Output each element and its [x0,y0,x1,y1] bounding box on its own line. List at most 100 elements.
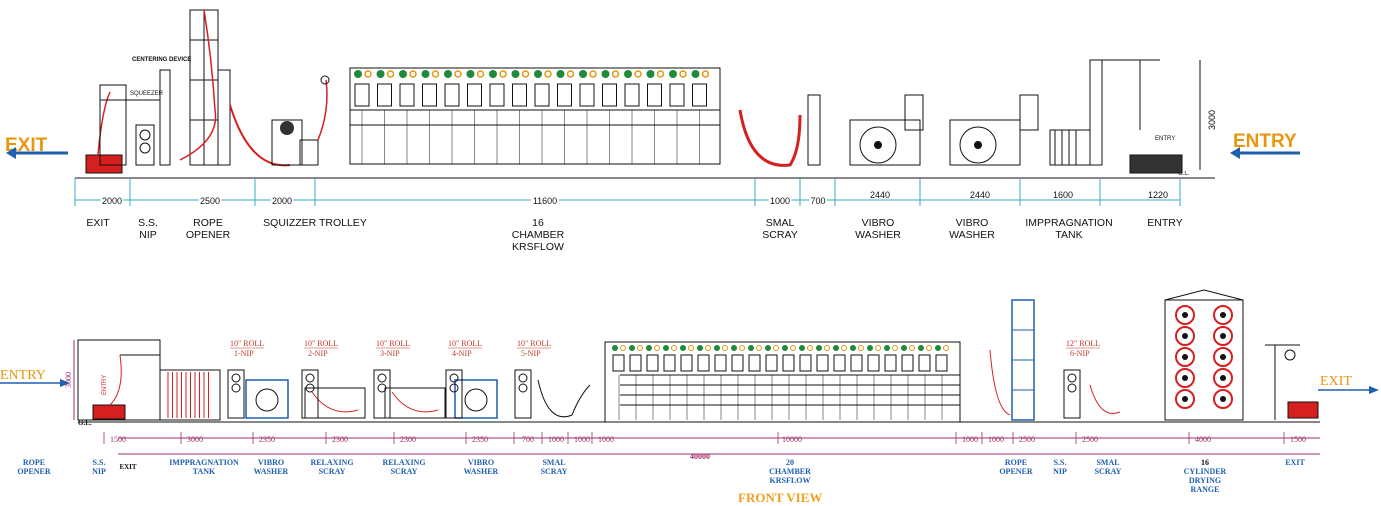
top-vibro-washer-2 [949,94,1039,166]
top-chamber-roller-icon [431,70,440,78]
front-chamber-roller-icon [756,345,762,351]
front-dim-value: 1000 [574,435,590,444]
top-chamber-roller-icon [399,70,407,78]
front-chamber-roller-icon [739,345,745,351]
top-entry-arrow-icon [1230,147,1300,159]
top-entry-small-label: ENTRY [1155,136,1175,142]
front-dim-value: 1500 [110,435,126,444]
front-chamber-roller-icon [697,345,703,351]
top-dim-bg [198,196,222,206]
top-dim-bg [270,196,294,206]
front-chamber-unit [782,354,795,372]
drying-cylinder-hub-icon [1220,396,1226,402]
top-chamber-unit [692,83,707,107]
front-dim-value: 1000 [988,435,1004,444]
drying-cylinder-icon [1175,347,1195,367]
top-exit-trolley [85,84,160,174]
front-entry-small-label: ENTRY [102,375,108,395]
front-entry-label: ENTRY [0,368,46,383]
drying-cylinder-icon [1175,305,1195,325]
top-squeezer-trolley [229,75,330,167]
front-impregnation-tank [159,369,221,421]
front-chamber-roller-icon [671,345,677,351]
front-chamber-unit [833,354,846,372]
front-total-dim: 40000 [690,452,710,461]
front-section-label: S.S.NIP [92,458,106,476]
front-section-label: S.S.NIP [1053,458,1067,476]
front-chamber-unit [612,354,625,372]
top-impregnation-tank [1049,59,1160,166]
front-dim-value: 1000 [548,435,564,444]
front-chamber-roller-icon [858,345,864,351]
top-chamber-roller-icon [499,70,507,78]
front-exit-frame [1265,344,1319,420]
top-chamber-roller-icon [601,70,610,78]
top-chamber-unit [534,83,550,107]
top-dim-bg [531,196,559,206]
front-chamber-roller-icon [892,345,898,351]
front-section-label: EXIT [119,463,136,471]
top-dim-value: 1600 [1053,190,1073,200]
top-dim-value: 11600 [533,196,557,206]
top-section-label: ENTRY [1147,217,1182,229]
top-dim-value: 2000 [272,196,292,206]
drying-cylinder-icon [1175,389,1195,409]
top-chamber-unit [444,83,460,107]
front-chamber-roller-icon [909,345,915,351]
front-dim-value: 700 [522,435,534,444]
top-entry-trolley [1129,154,1183,174]
top-chamber-roller-icon [646,70,655,78]
front-small-scray-2 [1089,384,1121,414]
front-chamber-roller-icon [620,345,626,351]
top-chamber-roller-icon [476,70,485,78]
front-vibro-washer-2 [454,379,498,419]
top-dim-value: 1000 [770,196,790,206]
top-chamber-unit [422,83,437,107]
front-chamber-roller-icon [790,345,796,351]
front-chamber-roller-icon [824,345,830,351]
front-chamber-roller-icon [901,345,907,351]
top-dim-value: 2500 [200,196,220,206]
top-gl-label: G.L. [1178,171,1190,177]
top-chamber-roller-icon [566,70,575,78]
top-chamber-roller-icon [454,70,462,78]
front-chamber-roller-icon [867,345,873,351]
top-chamber-roller-icon [701,70,710,78]
front-20-chamber-krsflow [604,341,961,423]
front-chamber-roller-icon [688,345,694,351]
drying-cylinder-hub-icon [1182,375,1188,381]
drying-cylinder-icon [1213,305,1233,325]
front-chamber-roller-icon [943,345,949,351]
top-chamber-unit [579,83,595,107]
front-chamber-unit [731,354,744,372]
top-dim-value: 700 [810,196,825,206]
front-chamber-unit [867,354,880,372]
front-height-dim: 3000 [64,372,73,388]
top-ss-nip-machine [135,69,171,166]
drying-cylinder-icon [1213,347,1233,367]
front-chamber-unit [748,354,761,372]
drying-cylinder-hub-icon [1182,396,1188,402]
front-chamber-unit [816,354,829,372]
top-view: EXIT ENTRY G.L. SQUEEZER CENTERING DEVIC… [5,9,1300,253]
roll-size-label: 10" ROLL [230,339,264,348]
nip-label: 1-NIP [234,349,254,358]
front-view-title: FRONT VIEW [738,490,822,505]
roll-size-label: 10" ROLL [376,339,410,348]
front-chamber-unit [646,354,659,372]
drying-cylinder-icon [1213,389,1233,409]
